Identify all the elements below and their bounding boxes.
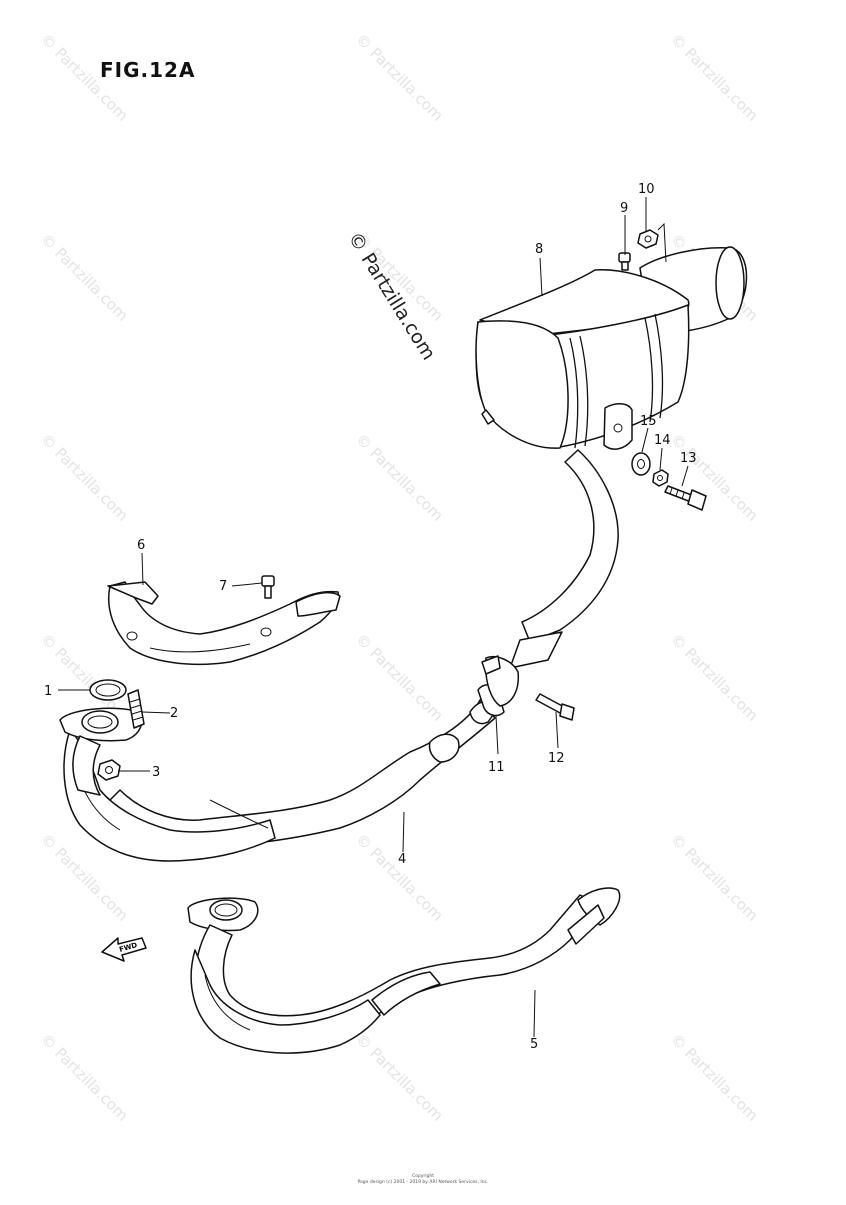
nut-part-10[interactable] (637, 222, 667, 263)
callout-3: 3 (152, 765, 160, 780)
watermark-text: © Partzilla.com (352, 430, 447, 525)
callout-13: 13 (680, 451, 697, 466)
bolt-part-7[interactable] (261, 575, 275, 599)
footer-page-design: Page design (c) 2001 - 2019 by ARI Netwo… (357, 1180, 489, 1185)
watermark-text: © Partzilla.com (667, 1030, 762, 1125)
watermark-text: © Partzilla.com (352, 630, 447, 725)
bolt-part-9[interactable] (618, 252, 631, 271)
callout-5: 5 (530, 1037, 538, 1052)
exhaust-pipe-part-5[interactable] (187, 887, 621, 1054)
watermark-text: © Partzilla.com (667, 30, 762, 125)
heat-shield-part-6[interactable] (107, 581, 341, 666)
bolt-part-13[interactable] (664, 485, 707, 511)
forward-direction-arrow: FWD (101, 937, 147, 962)
muffler-part-8[interactable] (475, 246, 748, 450)
gasket-part-1[interactable] (89, 679, 127, 701)
bolt-part-12[interactable] (535, 693, 575, 721)
watermark-text: © Partzilla.com (667, 430, 762, 525)
watermark-text: © Partzilla.com (37, 430, 132, 525)
callout-10: 10 (638, 182, 655, 197)
callout-14: 14 (654, 433, 671, 448)
clamp-part-11[interactable] (477, 655, 520, 717)
callout-7: 7 (219, 579, 227, 594)
watermark-text: © Partzilla.com (37, 1030, 132, 1125)
watermark-text: © Partzilla.com (667, 830, 762, 925)
callout-6: 6 (137, 538, 145, 553)
callout-11: 11 (488, 760, 505, 775)
exhaust-pipe-part-4[interactable] (63, 449, 619, 862)
callout-9: 9 (620, 201, 628, 216)
watermark-text: © Partzilla.com (667, 630, 762, 725)
callout-4: 4 (398, 852, 406, 867)
watermark-text: © Partzilla.com (37, 230, 132, 325)
callout-8: 8 (535, 242, 543, 257)
washer-part-15[interactable] (631, 452, 651, 476)
callout-2: 2 (170, 706, 178, 721)
footer-copyright: Copyright (412, 1174, 434, 1179)
watermark-text: © Partzilla.com (352, 830, 447, 925)
nut-part-3[interactable] (97, 759, 121, 781)
callout-15: 15 (640, 414, 657, 429)
nut-part-14[interactable] (652, 469, 669, 487)
stud-part-2[interactable] (127, 689, 145, 729)
callout-layer: 8 9 10 15 14 13 6 7 1 2 3 4 5 11 12 (44, 182, 697, 1052)
watermark-text: © Partzilla.com (352, 1030, 447, 1125)
callout-12: 12 (548, 751, 565, 766)
exhaust-flange (59, 707, 143, 796)
watermark-text: © Partzilla.com (352, 30, 447, 125)
figure-title: FIG.12A (100, 58, 196, 82)
callout-1: 1 (44, 684, 52, 699)
